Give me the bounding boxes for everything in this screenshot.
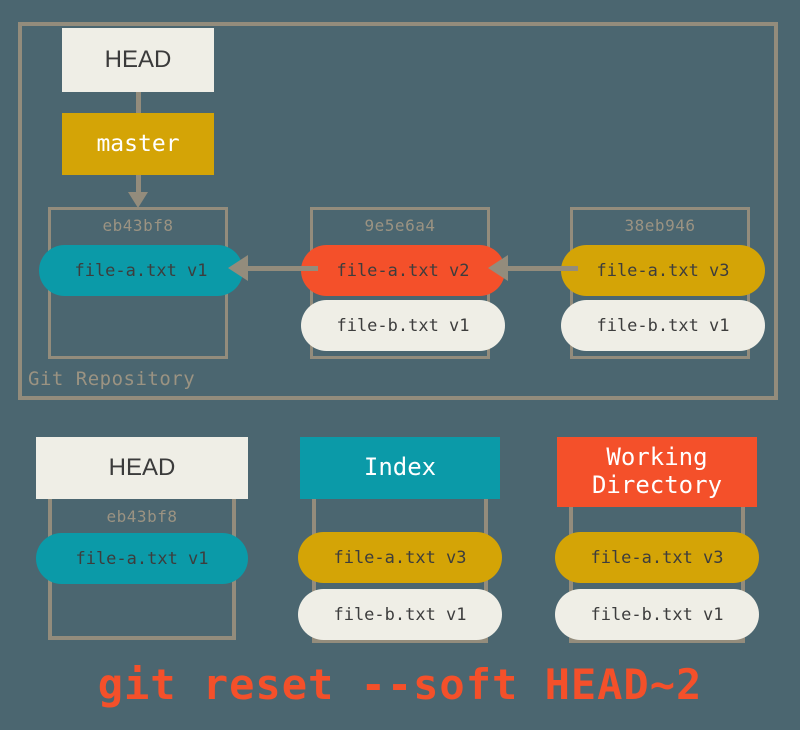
commit-box: 9e5e6a4 file-a.txt v2 file-b.txt v1 bbox=[301, 207, 505, 359]
git-command-caption: git reset --soft HEAD~2 bbox=[97, 660, 703, 709]
commit-box: eb43bf8 file-a.txt v1 bbox=[39, 207, 243, 359]
working-directory-file-pill: file-b.txt v1 bbox=[555, 589, 759, 640]
working-directory-title-line-2: Directory bbox=[591, 471, 723, 499]
master-to-commit-connector bbox=[136, 175, 141, 195]
commit-file-pill: file-a.txt v2 bbox=[301, 245, 505, 296]
head-area-sha: eb43bf8 bbox=[106, 507, 178, 526]
commit-sha: eb43bf8 bbox=[102, 216, 174, 235]
master-to-commit-arrowhead bbox=[128, 192, 148, 208]
index-area-file-pill: file-b.txt v1 bbox=[298, 589, 502, 640]
commit-parent-link bbox=[506, 266, 578, 271]
commit-parent-arrowhead bbox=[228, 255, 248, 281]
index-area-header: Index bbox=[300, 437, 500, 499]
master-branch-box: master bbox=[62, 113, 214, 175]
commit-parent-arrowhead bbox=[488, 255, 508, 281]
head-area-file-pill: file-a.txt v1 bbox=[36, 533, 248, 584]
commit-sha: 38eb946 bbox=[624, 216, 696, 235]
commit-file-pill: file-b.txt v1 bbox=[301, 300, 505, 351]
git-repository-label: Git Repository bbox=[28, 368, 196, 390]
working-directory-file-pill: file-a.txt v3 bbox=[555, 532, 759, 583]
commit-box: 38eb946 file-a.txt v3 file-b.txt v1 bbox=[561, 207, 765, 359]
index-area-file-pill: file-a.txt v3 bbox=[298, 532, 502, 583]
head-area-header: HEAD bbox=[36, 437, 248, 499]
commit-file-pill: file-a.txt v1 bbox=[39, 245, 243, 296]
head-to-master-connector bbox=[136, 92, 141, 114]
commit-parent-link bbox=[246, 266, 318, 271]
git-repository-frame bbox=[18, 22, 778, 400]
head-ref-box: HEAD bbox=[62, 28, 214, 92]
commit-sha: 9e5e6a4 bbox=[364, 216, 436, 235]
working-directory-area-header: Working Directory bbox=[557, 437, 757, 507]
commit-file-pill: file-b.txt v1 bbox=[561, 300, 765, 351]
working-directory-title-line-1: Working bbox=[606, 443, 708, 472]
commit-file-pill: file-a.txt v3 bbox=[561, 245, 765, 296]
